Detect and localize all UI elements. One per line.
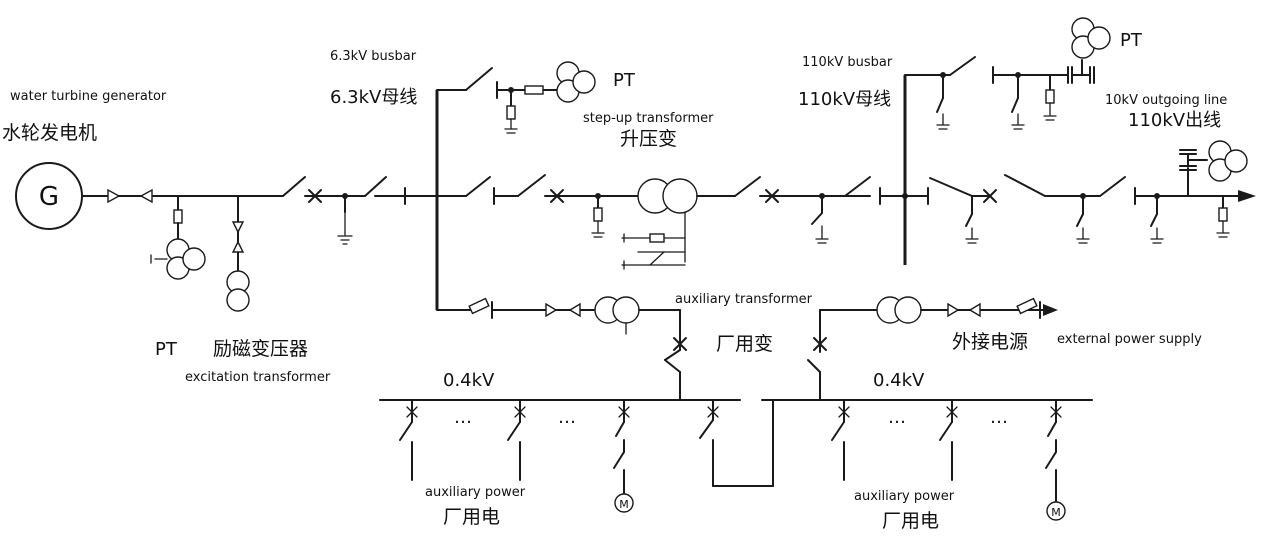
outgoing-line-label-en: 10kV outgoing line [1105, 93, 1227, 108]
generator-symbol: G [15, 162, 83, 230]
feeder-right-motor [1045, 399, 1062, 503]
feeder-left-1 [399, 399, 418, 481]
breaker-icon [765, 189, 779, 203]
excitation-transformer-label-zh: 励磁变压器 [213, 338, 308, 360]
pt-transformer-icon [1071, 17, 1111, 59]
breaker-icon [550, 189, 564, 203]
excitation-transformer-label-en: excitation transformer [185, 370, 331, 385]
feeder-left-2 [507, 399, 526, 481]
generator-label-zh: 水轮发电机 [2, 122, 97, 144]
generator-symbol-letter: G [39, 182, 59, 212]
auxiliary-transformer-icon [876, 296, 922, 324]
coupling-capacitor-icon [1179, 149, 1208, 171]
generator-label-en: water turbine generator [10, 89, 167, 104]
breaker-icon [983, 189, 997, 203]
auxiliary-transformer-label-en: auxiliary transformer [675, 292, 813, 307]
auxiliary-transformer-icon [594, 296, 640, 324]
feeder-right-2 [939, 399, 958, 481]
auxiliary-power-left-label-en: auxiliary power [425, 485, 526, 500]
ellipsis-2: … [558, 407, 576, 428]
motor-icon: M [614, 493, 634, 513]
bus-110kv-label-zh: 110kV母线 [798, 89, 891, 110]
auxiliary-power-right-label-en: auxiliary power [854, 489, 955, 504]
ground-icon [337, 235, 353, 245]
surge-arrester-icon [107, 188, 153, 204]
motor-icon-letter: M [1051, 506, 1061, 519]
excitation-transformer-icon [226, 270, 250, 312]
bus-6-3kv-label-zh: 6.3kV母线 [330, 87, 417, 108]
pt-upper-label: PT [613, 70, 636, 91]
breaker-gen-icon [308, 189, 322, 203]
ground-icon [150, 254, 168, 264]
pt-right-label: PT [1120, 30, 1143, 51]
step-up-transformer-label-en: step-up transformer [583, 111, 714, 126]
bus-0-4kv-left-label: 0.4kV [443, 370, 495, 391]
pt-transformer-icon [556, 61, 596, 103]
external-power-label-zh: 外接电源 [952, 331, 1028, 353]
auxiliary-power-right-label-zh: 厂用电 [882, 510, 939, 532]
auxiliary-power-left-label-zh: 厂用电 [443, 506, 500, 528]
line-pt-icon [1208, 140, 1248, 182]
bus-6-3kv-label-en: 6.3kV busbar [330, 49, 417, 64]
motor-icon-letter: M [619, 498, 629, 511]
external-power-label-en: external power supply [1057, 332, 1202, 347]
bus-110kv-label-en: 110kV busbar [802, 55, 893, 70]
step-up-transformer-icon [637, 178, 698, 214]
auxiliary-transformer-label-zh: 厂用变 [716, 333, 773, 355]
pt-transformer-icon [166, 238, 206, 280]
neutral-grounding-icon [621, 233, 686, 270]
bus-tie [699, 399, 774, 487]
feeder-right-1 [831, 399, 850, 481]
step-up-transformer-label-zh: 升压变 [620, 128, 677, 150]
ellipsis-3: … [888, 407, 906, 428]
feeder-left-motor [613, 399, 630, 495]
ellipsis-4: … [990, 407, 1008, 428]
pt-lower-label: PT [155, 339, 178, 360]
motor-icon: M [1046, 501, 1066, 521]
capacitor-divider-icon [1067, 66, 1095, 84]
bus-0-4kv-right-label: 0.4kV [873, 370, 925, 391]
ellipsis-1: … [454, 407, 472, 428]
outgoing-line-label-zh: 110kV出线 [1128, 110, 1221, 131]
